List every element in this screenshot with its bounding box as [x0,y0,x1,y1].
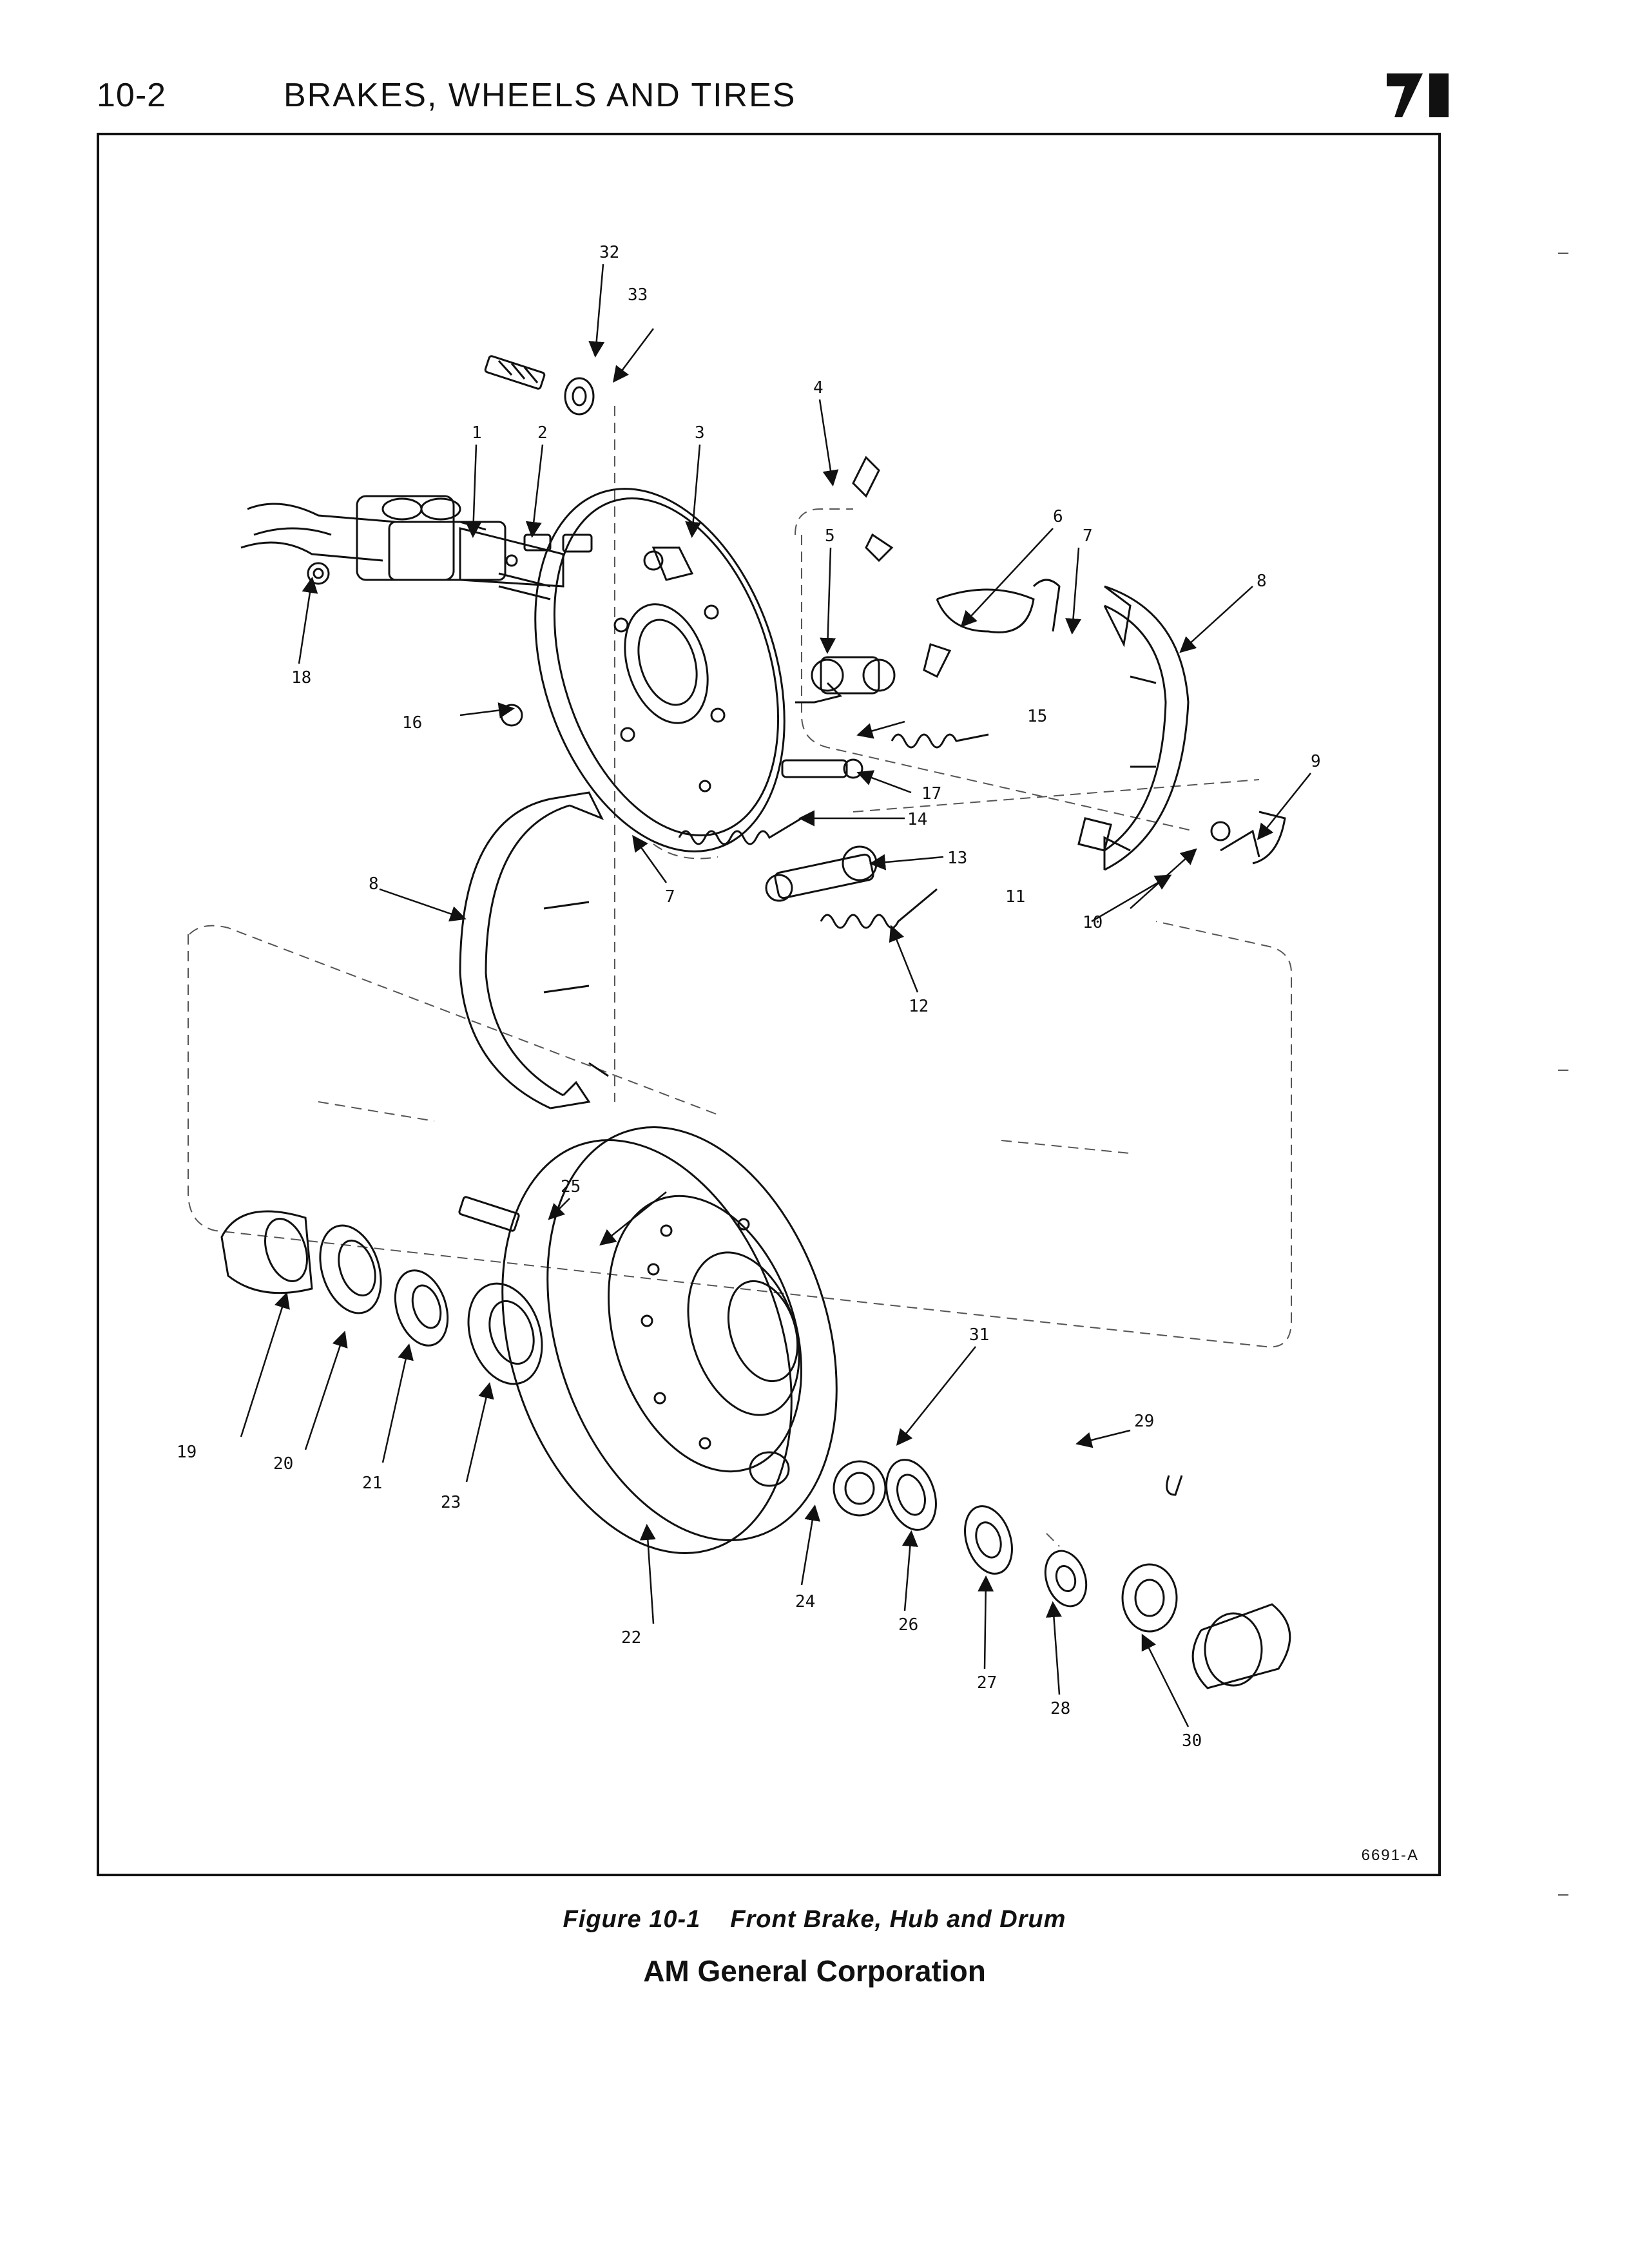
callout-14: 14 [907,810,927,829]
margin-tick [1558,1894,1568,1896]
callout-32: 32 [599,243,619,262]
brake-shoe-right [1103,585,1190,871]
exploded-brake-drawing: 32 33 1 2 3 4 5 6 7 8 9 10 11 12 13 14 1… [177,243,1321,1751]
callout-17: 17 [921,784,941,803]
callout-23: 23 [441,1493,461,1512]
leader-lines [240,264,1311,1727]
callout-26: 26 [898,1615,918,1635]
callout-30: 30 [1182,1731,1202,1751]
callout-15: 15 [1027,707,1047,726]
adjusting-screw [459,355,595,727]
callout-8-left: 8 [369,874,379,894]
callout-20: 20 [273,1454,293,1474]
page-number: 10-2 [97,77,167,114]
callout-7-lower: 7 [665,887,675,907]
callout-2: 2 [537,423,548,443]
alignment-lines [188,406,1292,1547]
callout-10: 10 [1083,913,1103,932]
backing-plate [534,488,786,852]
publisher-name: AM General Corporation [643,1954,986,1988]
margin-tick [1558,253,1568,254]
callout-16: 16 [402,713,422,733]
figure-frame: 32 33 1 2 3 4 5 6 7 8 9 10 11 12 13 14 1… [97,133,1441,1876]
callout-7-upper: 7 [1083,526,1093,546]
callout-27: 27 [977,1673,997,1693]
callout-13: 13 [947,849,967,868]
callout-1: 1 [472,423,482,443]
callout-12: 12 [909,997,929,1016]
callout-6: 6 [1053,507,1063,526]
figure-id: 6691-A [1361,1847,1419,1864]
figure-title: Front Brake, Hub and Drum [730,1906,1066,1933]
callout-19: 19 [177,1443,197,1462]
small-brake-parts [765,456,1286,902]
margin-tick [1558,1070,1568,1071]
callout-29: 29 [1134,1412,1154,1431]
callout-8-right: 8 [1257,572,1267,591]
callout-3: 3 [695,423,705,443]
section-title: BRAKES, WHEELS AND TIRES [284,77,796,114]
callout-18: 18 [291,668,311,687]
callout-21: 21 [362,1474,382,1493]
hub-drum [501,1126,838,1554]
callout-11: 11 [1005,887,1025,907]
callout-22: 22 [621,1628,641,1648]
figure-caption: Figure 10-1 Front Brake, Hub and Drum [0,1906,1629,1934]
master-cylinder [240,495,564,601]
figure-number: Figure 10-1 [563,1906,701,1933]
brake-shoe-left [459,791,609,1110]
bearings-seals [220,1196,1291,1689]
callout-28: 28 [1050,1699,1070,1718]
springs [678,682,989,929]
callout-33: 33 [628,285,648,305]
callout-24: 24 [795,1592,815,1611]
am-general-logo-icon [1387,73,1449,117]
callout-25: 25 [561,1177,581,1196]
callout-9: 9 [1311,752,1321,771]
callout-31: 31 [969,1325,989,1345]
callout-5: 5 [825,526,835,546]
callout-labels: 32 33 1 2 3 4 5 6 7 8 9 10 11 12 13 14 1… [177,243,1321,1751]
callout-4: 4 [813,378,824,398]
